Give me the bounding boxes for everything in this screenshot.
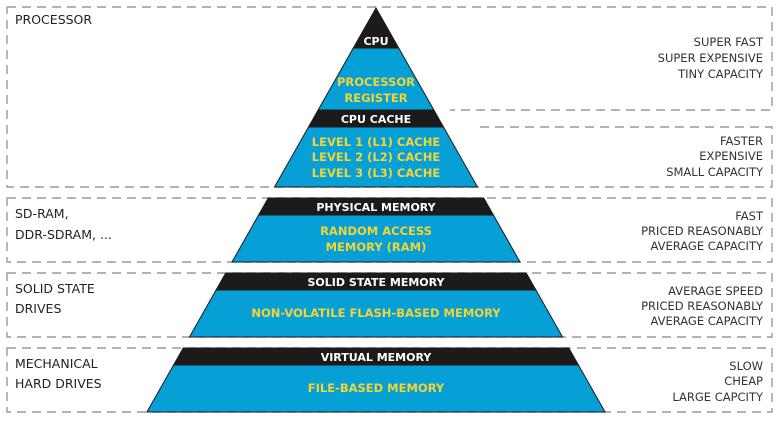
file-based-layer bbox=[146, 364, 606, 413]
inner-label-ram-1: RANDOM ACCESS bbox=[320, 224, 432, 238]
band-label-solid-state-memory: SOLID STATE MEMORY bbox=[307, 276, 445, 289]
ram-layer bbox=[231, 214, 521, 263]
characteristic: AVERAGE SPEED bbox=[668, 284, 763, 298]
characteristic: FASTER bbox=[720, 134, 763, 148]
characteristic: TINY CAPACITY bbox=[677, 67, 764, 81]
characteristic: SMALL CAPACITY bbox=[666, 165, 764, 179]
inner-label-ram-2: MEMORY (RAM) bbox=[326, 240, 427, 254]
ram-characteristics: FAST PRICED REASONABLY AVERAGE CAPACITY bbox=[641, 209, 764, 253]
hdd-characteristics: SLOW CHEAP LARGE CAPCITY bbox=[672, 359, 764, 404]
characteristic: SUPER EXPENSIVE bbox=[658, 51, 763, 65]
characteristic: AVERAGE CAPACITY bbox=[650, 314, 763, 328]
hdd-label-line2: HARD DRIVES bbox=[15, 376, 102, 391]
inner-label-flash: NON-VOLATILE FLASH-BASED MEMORY bbox=[251, 306, 501, 320]
inner-label-l1-cache: LEVEL 1 (L1) CACHE bbox=[312, 135, 441, 149]
hdd-label-line1: MECHANICAL bbox=[15, 356, 98, 371]
band-label-cpu-cache: CPU CACHE bbox=[341, 113, 411, 126]
characteristic: CHEAP bbox=[724, 374, 763, 388]
inner-label-file-based: FILE-BASED MEMORY bbox=[308, 381, 445, 395]
characteristic: FAST bbox=[735, 209, 764, 223]
band-label-cpu: CPU bbox=[363, 35, 388, 48]
processor-label: PROCESSOR bbox=[15, 12, 92, 27]
ssd-label-line2: DRIVES bbox=[15, 301, 61, 316]
band-label-physical-memory: PHYSICAL MEMORY bbox=[316, 201, 436, 214]
inner-label-l3-cache: LEVEL 3 (L3) CACHE bbox=[312, 166, 441, 180]
pyramid-layers bbox=[146, 6, 606, 413]
cache-characteristics: FASTER EXPENSIVE SMALL CAPACITY bbox=[666, 134, 764, 179]
band-label-virtual-memory: VIRTUAL MEMORY bbox=[321, 351, 433, 364]
cpu-characteristics: SUPER FAST SUPER EXPENSIVE TINY CAPACITY bbox=[658, 35, 764, 81]
inner-label-l2-cache: LEVEL 2 (L2) CACHE bbox=[312, 150, 441, 164]
cache-layer bbox=[273, 126, 479, 188]
characteristic: SUPER FAST bbox=[694, 35, 764, 49]
characteristic: PRICED REASONABLY bbox=[641, 299, 764, 313]
ram-type-label-line1: SD-RAM, bbox=[15, 206, 69, 221]
characteristic: SLOW bbox=[729, 359, 763, 373]
processor-box-outline bbox=[6, 6, 773, 188]
flash-layer bbox=[188, 289, 564, 338]
characteristic: LARGE CAPCITY bbox=[672, 390, 764, 404]
inner-label-processor-register-2: REGISTER bbox=[344, 91, 407, 105]
characteristic: AVERAGE CAPACITY bbox=[650, 239, 763, 253]
ssd-label-line1: SOLID STATE bbox=[15, 281, 95, 296]
characteristic: PRICED REASONABLY bbox=[641, 224, 764, 238]
inner-label-processor-register-1: PROCESSOR bbox=[337, 75, 415, 89]
characteristic: EXPENSIVE bbox=[699, 149, 763, 163]
ssd-characteristics: AVERAGE SPEED PRICED REASONABLY AVERAGE … bbox=[641, 284, 764, 328]
ram-type-label-line2: DDR-SDRAM, ... bbox=[15, 227, 112, 242]
